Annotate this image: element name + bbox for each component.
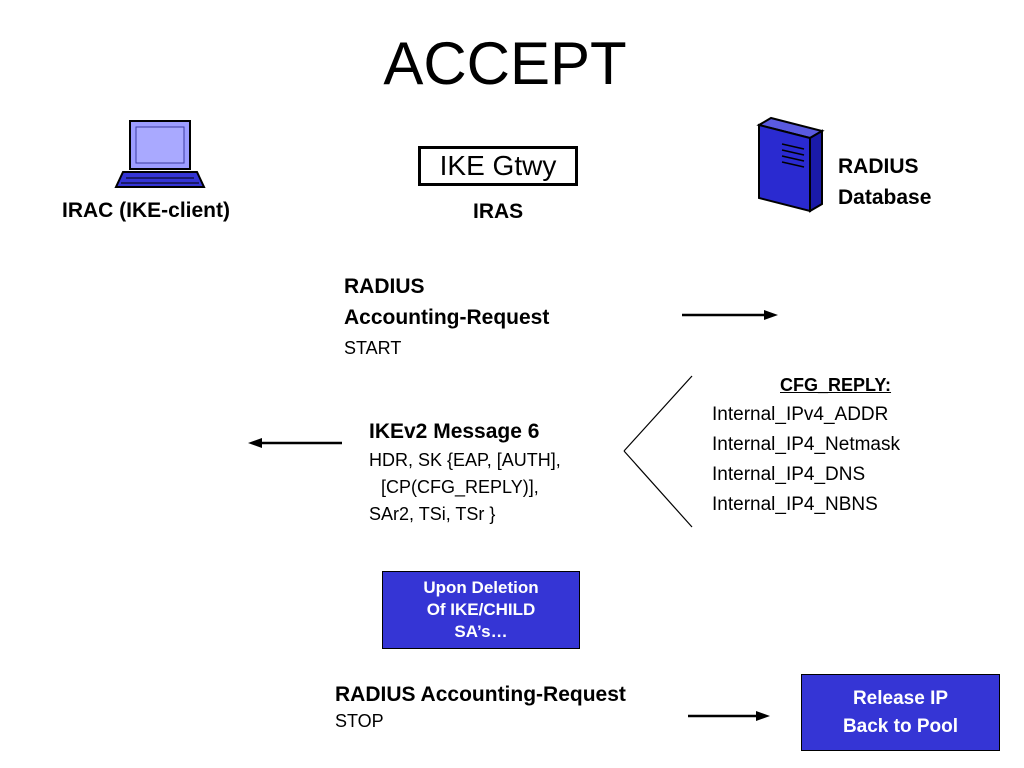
release-ip-line: Release IP <box>852 687 949 709</box>
deletion-note-line: SA’s… <box>454 622 508 641</box>
accounting-start-block: RADIUS Accounting-Request START <box>344 271 549 363</box>
cfg-reply-item: Internal_IP4_DNS <box>712 464 866 485</box>
ikev2-message-heading: IKEv2 Message 6 <box>369 420 540 443</box>
arrow-ikev2-message <box>248 438 342 448</box>
deletion-note-line: Of IKE/CHILD <box>426 600 536 619</box>
accounting-start-line1: RADIUS <box>344 275 425 298</box>
server-icon <box>756 116 825 213</box>
release-ip-box: Release IP Back to Pool <box>801 674 1000 751</box>
arrow-accounting-stop <box>688 711 770 721</box>
accounting-start-line3: START <box>344 338 402 358</box>
cfg-reply-item: Internal_IP4_Netmask <box>712 434 900 455</box>
radius-database-label-line1: RADIUS <box>838 155 919 178</box>
deletion-note-box: Upon Deletion Of IKE/CHILD SA’s… <box>382 571 580 649</box>
cfg-reply-item: Internal_IPv4_ADDR <box>712 404 889 425</box>
accounting-stop-line2: STOP <box>335 711 384 731</box>
accounting-stop-line1: RADIUS Accounting-Request <box>335 683 626 706</box>
client-label: IRAC (IKE-client) <box>62 199 230 222</box>
page-title: ACCEPT <box>383 30 627 97</box>
ike-gateway-box: IKE Gtwy <box>418 146 578 186</box>
cfg-reply-bracket <box>623 375 693 528</box>
laptop-icon <box>114 120 206 188</box>
cfg-reply-heading: CFG_REPLY: <box>780 375 892 395</box>
gateway-label: IRAS <box>473 200 524 223</box>
release-ip-line: Back to Pool <box>842 715 959 737</box>
arrow-accounting-start <box>682 310 778 320</box>
ikev2-message-line: [CP(CFG_REPLY)], <box>381 477 539 497</box>
ikev2-message-line: HDR, SK {EAP, [AUTH], <box>369 450 561 470</box>
ike-gateway-box-label: IKE Gtwy <box>439 150 557 181</box>
cfg-reply-item: Internal_IP4_NBNS <box>712 494 878 515</box>
accounting-stop-block: RADIUS Accounting-Request STOP <box>335 681 626 733</box>
ikev2-message-block: IKEv2 Message 6 HDR, SK {EAP, [AUTH], [C… <box>369 416 561 528</box>
deletion-note-line: Upon Deletion <box>423 578 539 597</box>
accounting-start-line2: Accounting-Request <box>344 306 550 329</box>
radius-database-label-line2: Database <box>838 186 932 209</box>
cfg-reply-block: CFG_REPLY: Internal_IPv4_ADDR Internal_I… <box>712 370 900 520</box>
ikev2-message-line: SAr2, TSi, TSr } <box>369 504 496 524</box>
